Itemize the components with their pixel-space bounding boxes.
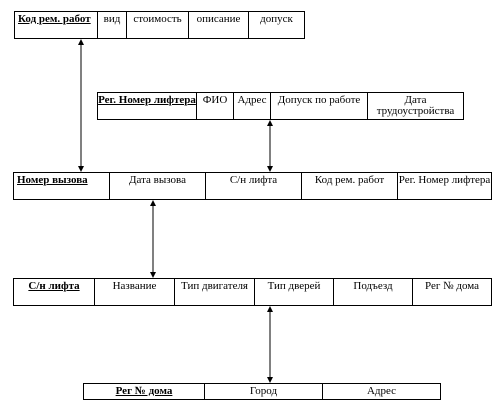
field-engine-type: Тип двигателя <box>174 279 254 305</box>
field-name: Название <box>94 279 174 305</box>
table-elevator-operators: Рег. Номер лифтера ФИО Адрес Допуск по р… <box>97 92 464 120</box>
field-address: Адрес <box>233 93 270 119</box>
field-house-address: Адрес <box>322 384 440 399</box>
field-repair-code: Код рем. работ <box>301 173 397 199</box>
table-elevators: С/н лифта Название Тип двигателя Тип две… <box>13 278 492 306</box>
table-calls: Номер вызова Дата вызова С/н лифта Код р… <box>13 172 492 200</box>
field-full-name: ФИО <box>196 93 233 119</box>
elevator-serial-key: С/н лифта <box>28 280 80 292</box>
field-city: Город <box>204 384 322 399</box>
call-number-key: Номер вызова <box>17 174 88 186</box>
field-elevator-serial: С/н лифта <box>205 173 301 199</box>
house-reg-key: Рег № дома <box>115 385 173 397</box>
field-work-clearance: Допуск по работе <box>270 93 367 119</box>
field-clearance: допуск <box>248 12 304 38</box>
field-door-type: Тип дверей <box>254 279 333 305</box>
field-operator-reg: Рег. Номер лифтера <box>397 173 491 199</box>
field-type: вид <box>97 12 126 38</box>
field-entrance: Подъезд <box>333 279 412 305</box>
field-cost: стоимость <box>126 12 188 38</box>
field-call-date: Дата вызова <box>109 173 205 199</box>
repair-code-key: Код рем. работ <box>18 13 91 25</box>
table-houses: Рег № дома Город Адрес <box>83 383 441 400</box>
table-repair-works: Код рем. работ вид стоимость описание до… <box>14 11 305 39</box>
field-hire-date: Дата трудоустройства <box>367 93 463 119</box>
field-house-reg: Рег № дома <box>412 279 491 305</box>
field-description: описание <box>188 12 248 38</box>
operator-reg-key: Рег. Номер лифтера <box>98 94 196 106</box>
